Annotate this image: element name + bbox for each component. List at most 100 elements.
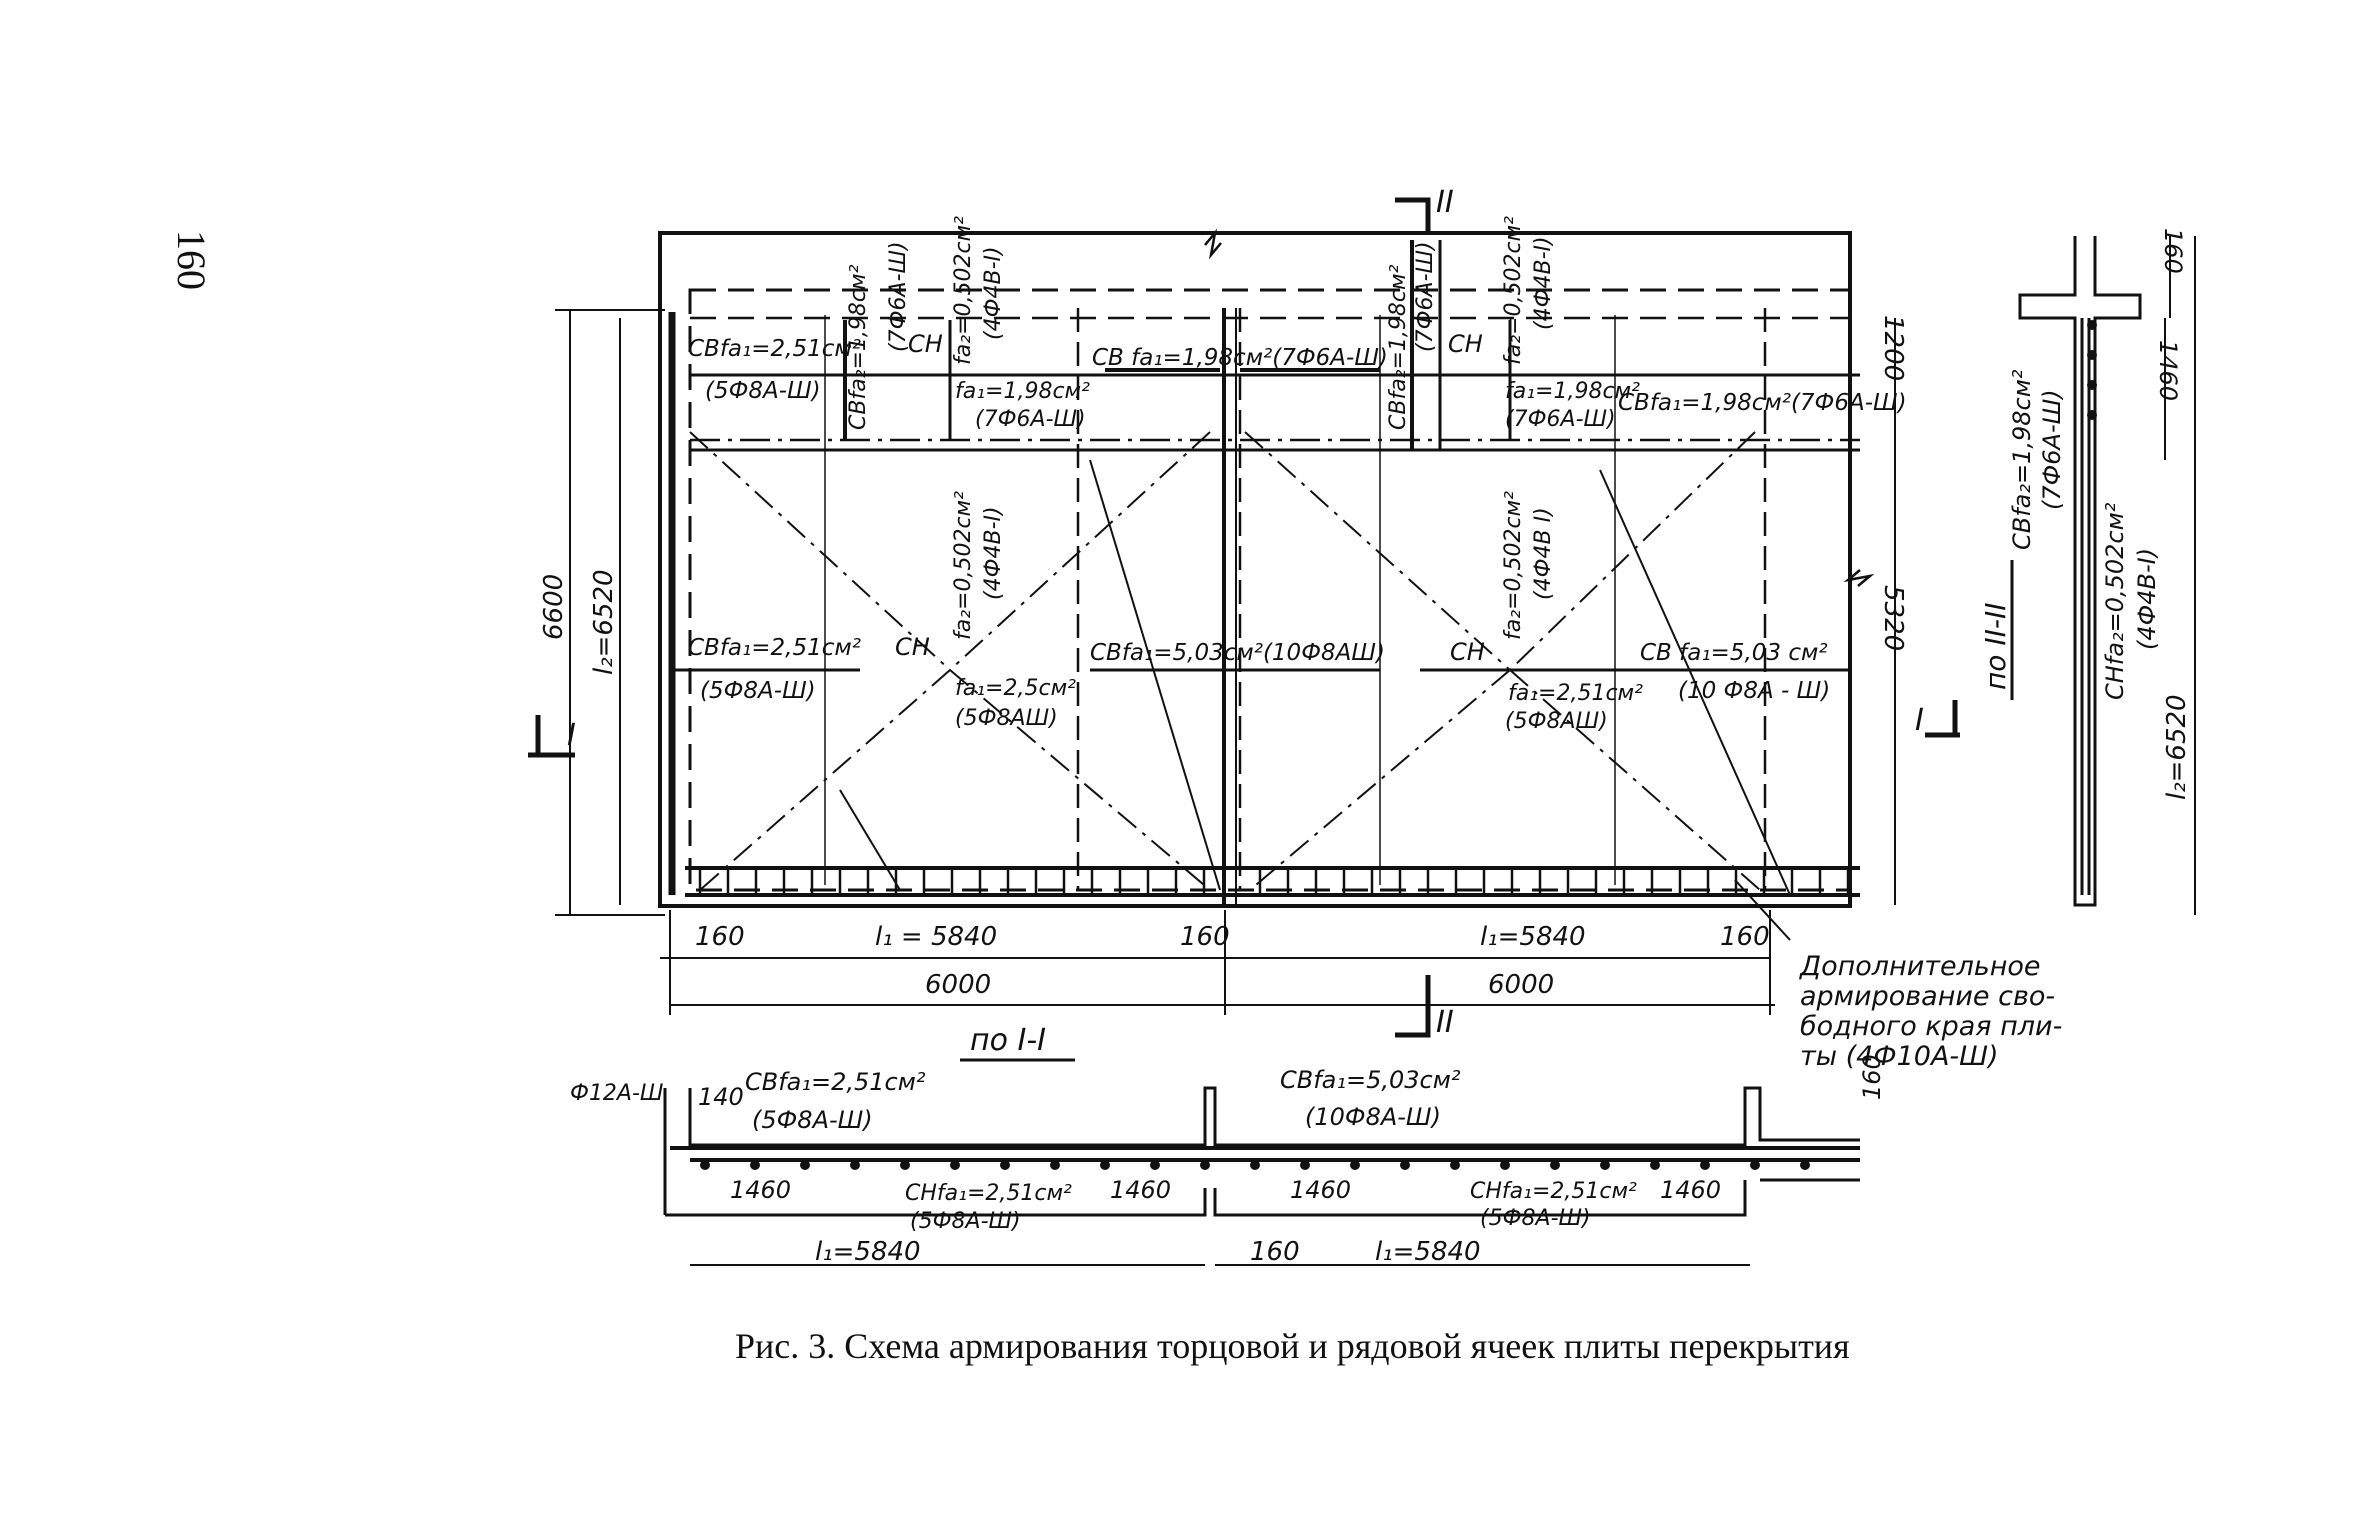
dim-1200: 1200 [1878,315,1908,381]
section-mark-left: I [567,718,576,753]
label-cb-fa2-top-left: CBfa₂=1,98см² [846,264,871,430]
page-number: 160 [169,230,214,290]
label-cb-fa1-top-left: CBfa₁=2,51см² [688,336,861,362]
section1-l1-left: l₁=5840 [815,1237,921,1267]
label-ch-fa1-bars-mid-right: (5Ф8АШ) [1505,709,1608,734]
section2-outline [2018,236,2142,907]
section1-title: по I-I [970,1023,1046,1058]
dim-160-c: 160 [1720,922,1770,952]
rebar-dot [1100,1160,1110,1170]
section-I-I: по I-I Ф12А-Ш 140 CBfa₁=2,51см² (5Ф8А-Ш)… [570,1023,1886,1267]
rebar-dot [1450,1160,1460,1170]
section2-l2: l₂=6520 [2162,694,2192,800]
plan-view: II II I I CBfa₁=2,51см² (5Ф8А-Ш) CBfa₂=1… [528,185,2062,1072]
section2-title: по II-II [1979,603,2012,690]
label-ch-fa1-bars-mid-left: (5Ф8АШ) [955,706,1058,731]
break-mark-right [1843,569,1875,587]
section-mark-top: II [1436,185,1454,220]
section2-ch-fa2: CHfa₂=0,502см² [2101,502,2129,700]
section1-cb-left-bars: (5Ф8А-Ш) [752,1106,873,1134]
label-cb-fa1-mid-left: CBfa₁=2,51см² [688,635,861,661]
dim-6600: 6600 [539,574,569,640]
rebar-dot [1000,1160,1010,1170]
section1-cb-right: CBfa₁=5,03см² [1280,1066,1461,1094]
rebar-dot [1250,1160,1260,1170]
section1-dim-160-right: 160 [1858,1054,1886,1100]
section1-ch-right-bars: (5Ф8А-Ш) [1480,1206,1591,1231]
label-ch-fa1-bars-top-left: (7Ф6А-Ш) [975,407,1086,432]
section1-edge-bar: Ф12А-Ш [570,1081,663,1106]
section-cut-top [1395,197,1431,232]
section1-ch-left: CHfa₁=2,51см² [905,1181,1072,1206]
label-cb-fa1-mid-right: CB fa₁=5,03 см² [1640,640,1828,666]
label-ch-fa2-bars-mid-left: (4Ф4В-I) [981,506,1006,600]
label-ch-fa1-bars-top-right: (7Ф6А-Ш) [1505,407,1616,432]
label-ch-fa2-mid-left: fa₂=0,502см² [951,491,976,640]
section2-cb-fa2: CBfa₂=1,98см² [2008,369,2036,550]
dim-l1-b: l₁=5840 [1480,922,1586,952]
slab-outline [658,231,1852,908]
section1-cb-right-bars: (10Ф8А-Ш) [1305,1103,1441,1131]
yield-lines [689,431,1791,896]
label-cb-fa2-bars-top-left: (7Ф6А-Ш) [886,241,911,352]
section1-dots [700,1160,1810,1170]
label-ch-fa1-mid-right: fa₁=2,51см² [1508,681,1643,706]
section1-ch-left-bars: (5Ф8А-Ш) [910,1209,1021,1234]
rebar-dot [1200,1160,1210,1170]
rebar-dot [900,1160,910,1170]
rebar-dot [1150,1160,1160,1170]
section1-dim-1460-d: 1460 [1660,1176,1721,1204]
note-leader [1734,879,1791,941]
rebar-dot [1400,1160,1410,1170]
dim-6000-b: 6000 [1488,970,1554,1000]
section1-cb-left: CBfa₁=2,51см² [745,1068,926,1096]
label-cb-fa1-top-right: CBfa₁=1,98см²(7Ф6А-Ш) [1618,390,1907,416]
dim-6000-a: 6000 [925,970,991,1000]
rebar-dot [2087,350,2097,360]
rebar-dot [2087,410,2097,420]
rebar-dot [800,1160,810,1170]
label-cb-fa1-bars-mid-right: (10 Ф8А - Ш) [1678,678,1830,704]
rebar-dot [1050,1160,1060,1170]
section1-ch-right: CHfa₁=2,51см² [1470,1179,1637,1204]
edge-reinforcement [685,866,1860,897]
section1-d160-mid: 160 [1250,1237,1300,1267]
rebar-dot [850,1160,860,1170]
section-mark-bottom: II [1436,1005,1454,1040]
rebar-dot [950,1160,960,1170]
section2-dim-160-label: 160 [2159,228,2187,274]
dim-5320: 5320 [1878,585,1908,651]
note-line-2: армирование сво- [1800,981,2055,1012]
label-ch-mid-left: CH [895,633,930,661]
rebar-dot [2087,380,2097,390]
rebar-dot [750,1160,760,1170]
section2-dots [2087,320,2097,420]
rebar-dot [1500,1160,1510,1170]
label-ch-fa2-bars-top-left: (4Ф4В-I) [981,246,1006,340]
label-ch-fa2-bars-top-right: (4Ф4В-I) [1531,236,1556,330]
section1-dim-140: 140 [698,1083,744,1111]
section-II-II: 160 1460 CBfa₂=1,98см² (7Ф6А-Ш) CHfa₂=0,… [1979,228,2196,915]
label-ch-top-left: CH [908,330,943,358]
rebar-dot [1650,1160,1660,1170]
section1-outline [663,1086,1860,1217]
label-cb-fa1-bars-top-left: (5Ф8А-Ш) [705,378,821,404]
rebar-dot [700,1160,710,1170]
break-mark [1204,228,1222,260]
section-cut-left [528,715,575,758]
label-cb-fa2-bars-top-right: (7Ф6А-Ш) [1413,241,1438,352]
label-ch-fa1-top-left: fa₁=1,98см² [955,379,1090,404]
label-cb-fa1-bars-mid-left: (5Ф8А-Ш) [700,678,816,704]
section1-dim-1460-b: 1460 [1110,1176,1171,1204]
note-line-4: ты (4Ф10А-Ш) [1800,1041,1999,1072]
label-cb-fa1-mid-center: CBfa₁=5,03см²(10Ф8АШ) [1090,640,1385,666]
section1-dim-1460-c: 1460 [1290,1176,1351,1204]
section1-l1-right: l₁=5840 [1375,1237,1481,1267]
rebar-dot [1700,1160,1710,1170]
rebar-dot [1350,1160,1360,1170]
slab-inner-dashed [688,288,1852,892]
section-cut-bottom [1395,975,1431,1038]
section1-dim-1460-a: 1460 [730,1176,791,1204]
label-ch-fa2-top-left: fa₂=0,502см² [951,216,976,365]
